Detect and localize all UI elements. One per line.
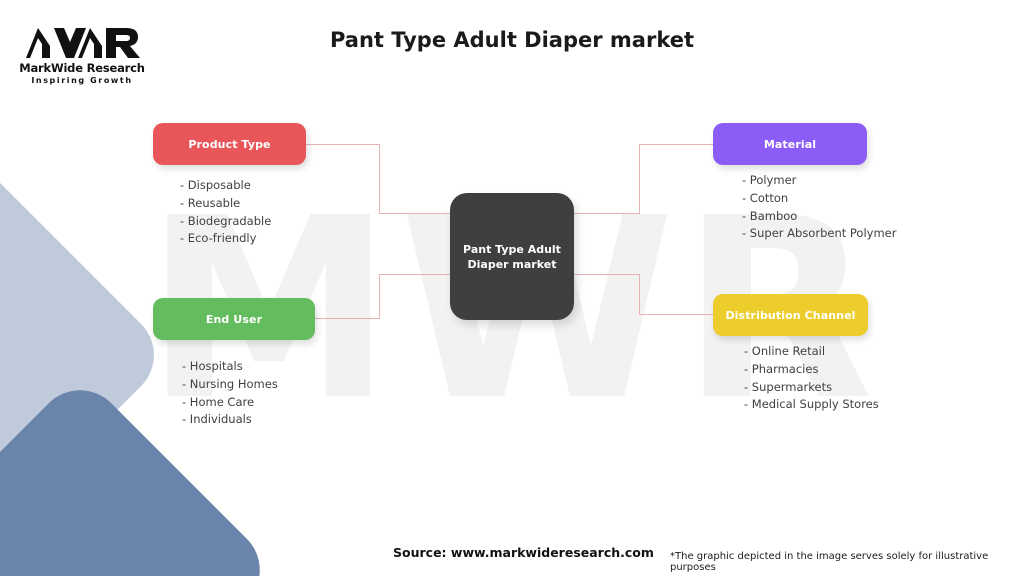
list-item: - Reusable [180,195,241,210]
list-item: - Eco-friendly [180,231,257,246]
connector-material-h2 [550,213,640,214]
list-item: - Bamboo [742,208,798,223]
branch-label-distribution-channel: Distribution Channel [725,308,856,322]
connector-end-user-h1 [314,318,380,319]
page-title: Pant Type Adult Diaper market [329,28,695,52]
list-item: - Cotton [742,190,789,205]
list-item: - Medical Supply Stores [744,397,879,412]
connector-distribution-v [639,274,640,315]
branch-pill-material[interactable]: Material [713,123,867,165]
logo-tagline: Inspiring Growth [31,76,133,85]
branch-pill-product-type[interactable]: Product Type [153,123,306,165]
connector-end-user-h2 [379,274,474,275]
connector-distribution-h1 [639,314,715,315]
connector-product-type-h1 [305,144,380,145]
connector-product-type-h2 [379,213,474,214]
branch-items-material: - Polymer - Cotton - Bamboo - Super Abso… [742,172,896,243]
connector-end-user-v [379,274,380,319]
center-node-line2: Diaper market [467,257,557,271]
branch-items-end-user: - Hospitals - Nursing Homes - Home Care … [182,358,278,429]
list-item: - Pharmacies [744,361,819,376]
center-node-line1: Pant Type Adult [463,242,561,256]
branch-label-material: Material [763,137,817,151]
branch-pill-distribution-channel[interactable]: Distribution Channel [713,294,868,336]
connector-material-v [639,144,640,214]
list-item: - Supermarkets [744,379,833,394]
list-item: - Online Retail [744,344,826,358]
mwr-logo-icon [26,28,140,58]
connector-material-h1 [639,144,715,145]
disclaimer-label: *The graphic depicted in the image serve… [670,551,989,573]
connector-distribution-h2 [550,274,640,275]
branch-items-product-type: - Disposable - Reusable - Biodegradable … [180,177,271,248]
list-item: - Disposable [180,178,251,192]
list-item: - Biodegradable [180,213,272,228]
logo: MarkWide Research Inspiring Growth [18,24,146,85]
list-item: - Hospitals [182,359,243,373]
branch-pill-end-user[interactable]: End User [153,298,315,340]
connector-product-type-v [379,144,380,214]
branch-items-distribution-channel: - Online Retail - Pharmacies - Supermark… [744,343,879,414]
list-item: - Individuals [182,412,252,427]
list-item: - Home Care [182,394,255,409]
source-label: Source: www.markwideresearch.com [393,545,654,560]
branch-label-end-user: End User [205,312,263,326]
logo-name: MarkWide Research [19,61,145,75]
branch-label-product-type: Product Type [188,137,271,151]
list-item: - Super Absorbent Polymer [742,226,897,241]
list-item: - Nursing Homes [182,376,278,391]
list-item: - Polymer [742,173,797,187]
